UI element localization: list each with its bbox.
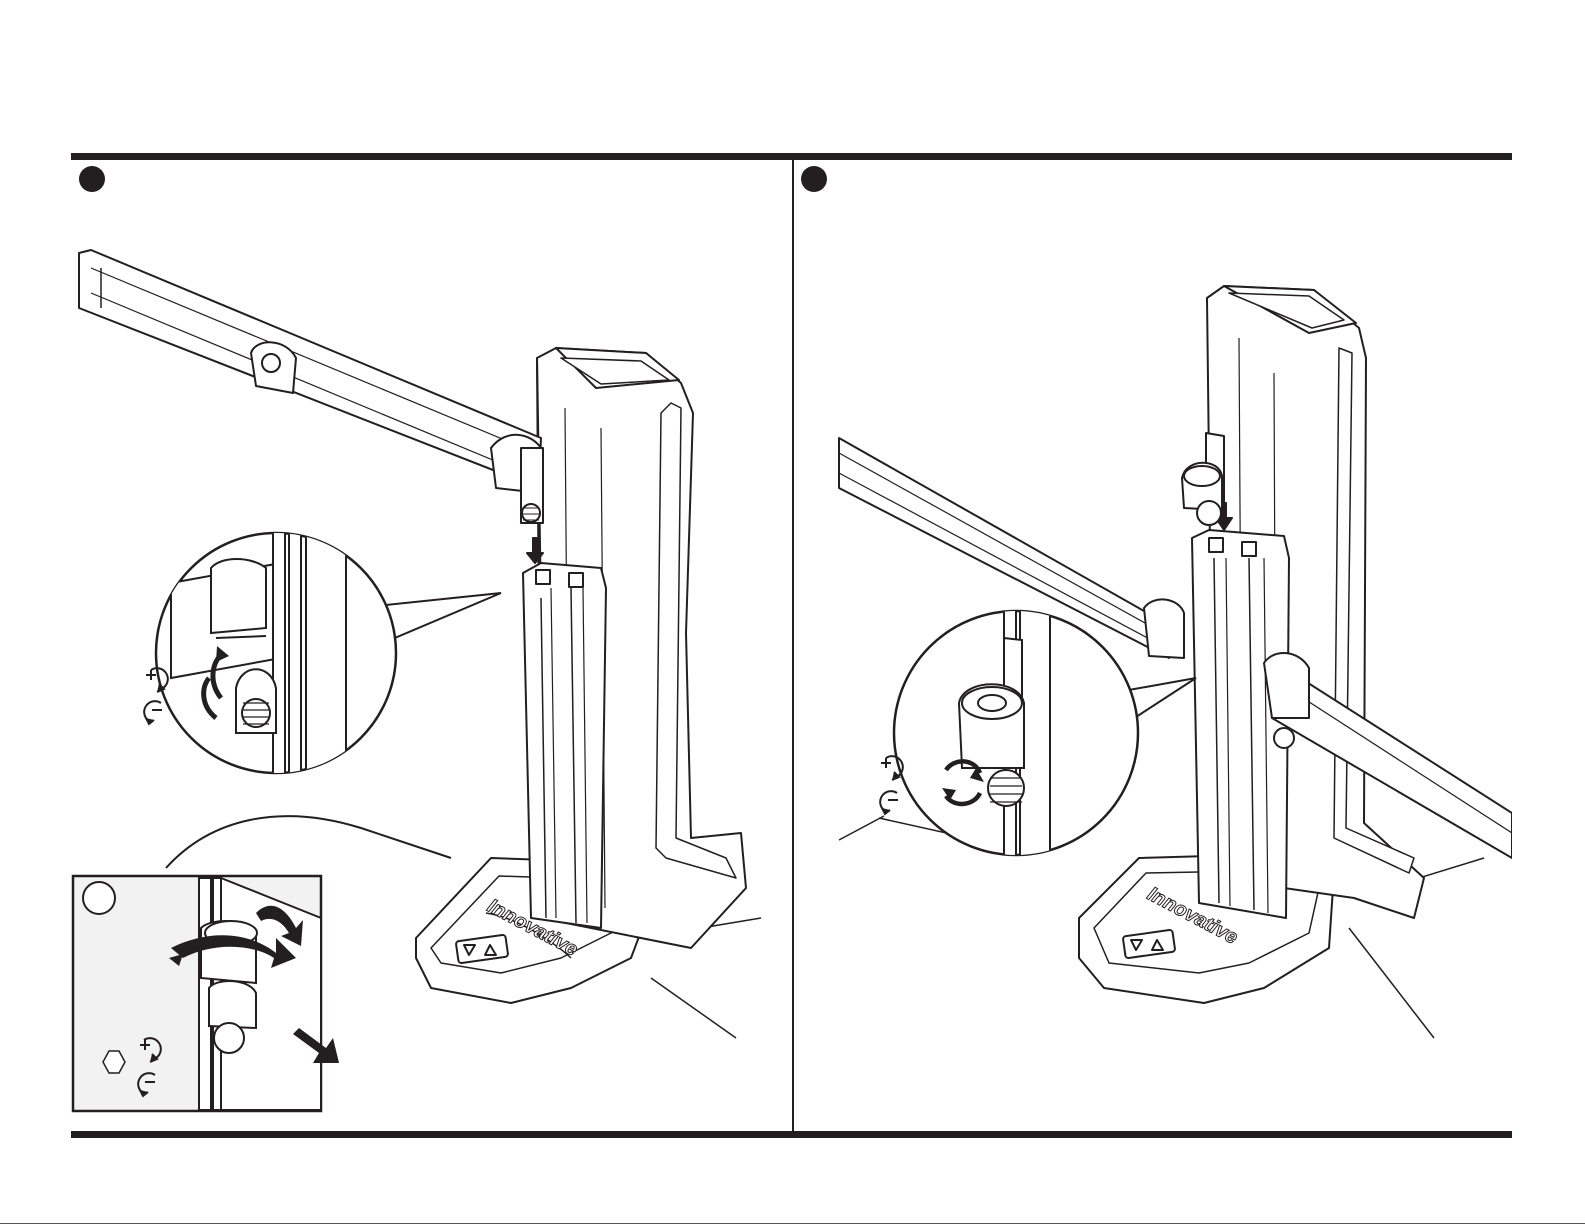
step-2-illustration: Innovative [794, 158, 1512, 1133]
page-bottom-line [0, 1223, 1585, 1224]
loosen-counterclockwise-icon [144, 701, 162, 724]
step-1-illustration: Innovative [71, 158, 792, 1133]
step-2-panel: Innovative [794, 158, 1512, 1133]
step-1-panel: Innovative [71, 158, 792, 1133]
